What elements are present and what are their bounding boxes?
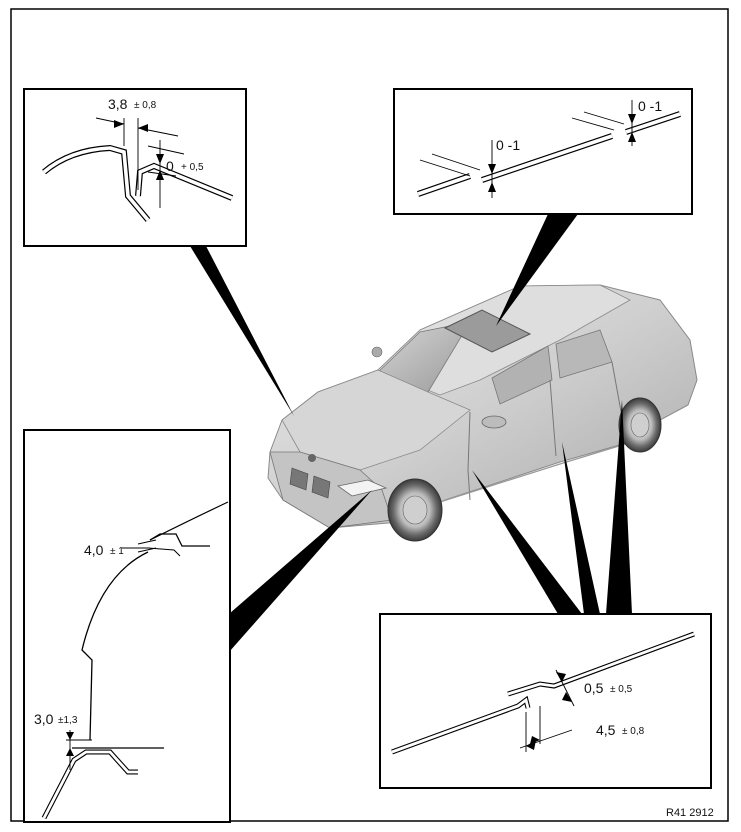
- dim-4-0-main: 4,0: [84, 542, 104, 558]
- car-grille-right: [311, 475, 331, 499]
- fender-contour: [81, 551, 149, 741]
- hood-flange: [149, 533, 210, 547]
- car-mirror: [481, 415, 507, 429]
- dim-3-0-main: 3,0: [34, 711, 54, 727]
- outer-frame: [10, 8, 729, 822]
- car-sill: [439, 441, 633, 503]
- pointer-top-right: [496, 214, 578, 326]
- car-headlight: [337, 479, 388, 497]
- dim-4-0-tol: ± 1: [110, 546, 124, 557]
- pointer-left: [222, 490, 372, 660]
- callout-pointers: [190, 214, 632, 660]
- dim-3-0-tol: ±1,3: [58, 715, 78, 726]
- car-sunroof: [443, 309, 532, 353]
- dim-4-5-tol: ± 0,8: [622, 726, 645, 737]
- car-badge: [308, 454, 316, 462]
- hood-edge-line: [149, 501, 229, 541]
- pointer-top-left: [190, 246, 294, 416]
- car-door-line-middle: [549, 379, 557, 457]
- inset-bottom-right: 0,5 ± 0,5 4,5 ± 0,8: [379, 613, 712, 789]
- car-side-window-front: [491, 345, 553, 405]
- dim-3-8-main: 3,8: [108, 96, 128, 112]
- dim-0-5-tol: ± 0,5: [610, 684, 633, 695]
- dim-sunroof-right: 0 -1: [638, 98, 662, 114]
- dim-3-8-tol: ± 0,8: [134, 100, 157, 111]
- dim-0-5-main: 0,5: [584, 680, 604, 696]
- figure-id: R41 2912: [666, 807, 714, 819]
- pointer-bottom-right-1: [472, 470, 582, 614]
- inset-top-right: 0 -1 0 -1: [393, 88, 693, 215]
- car-door-line-front: [467, 411, 471, 501]
- pointer-bottom-right-2: [562, 442, 600, 614]
- car-antenna: [371, 346, 383, 358]
- car-grille-left: [289, 467, 309, 491]
- dim-4-5-main: 4,5: [596, 722, 616, 738]
- inset-top-left: 3,8 ± 0,8 0 + 0,5: [23, 88, 247, 247]
- dim-0-main: 0: [166, 158, 174, 174]
- dim-0-tol: + 0,5: [181, 162, 204, 173]
- inset-left: 4,0 ± 1 3,0 ±1,3: [23, 429, 231, 823]
- car-illustration: [267, 284, 698, 542]
- dim-sunroof-left: 0 -1: [496, 137, 520, 153]
- pointer-bottom-right-3: [606, 400, 632, 614]
